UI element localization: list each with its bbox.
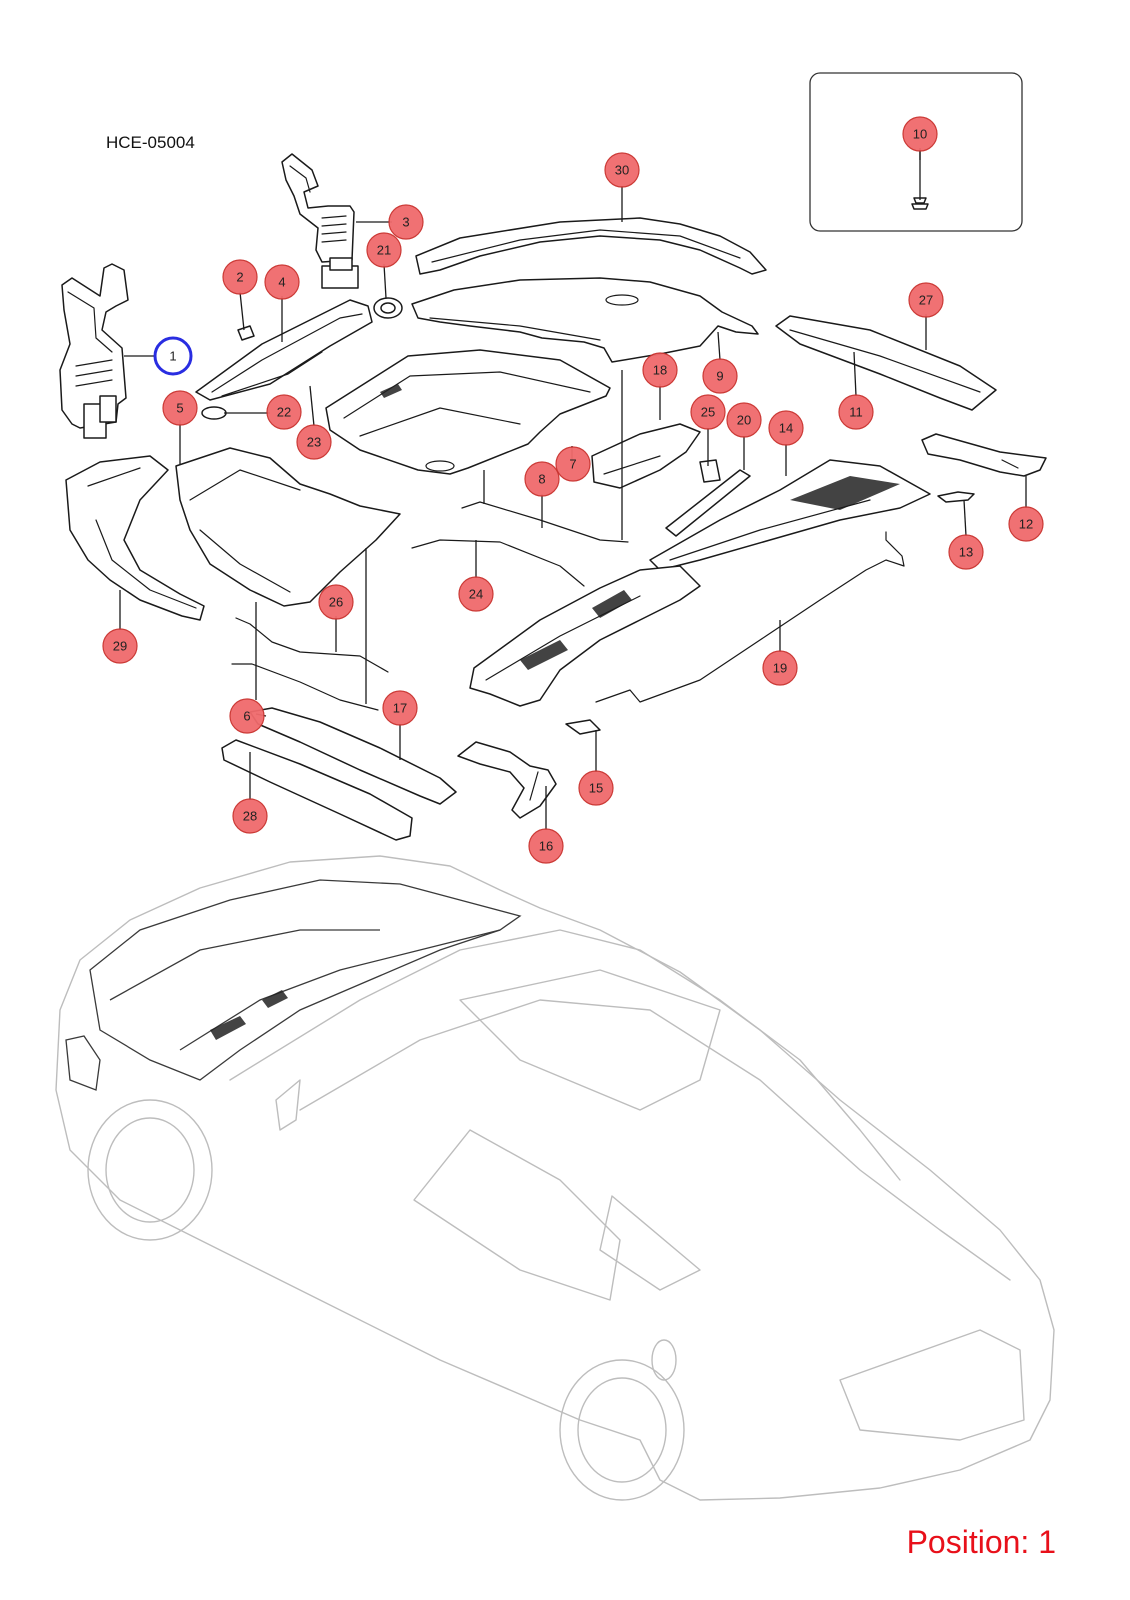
callout-label: 7: [569, 457, 576, 472]
clip-fastener-icon: [911, 148, 929, 210]
callout-label: 14: [779, 421, 793, 436]
part-9-insulator: [411, 277, 759, 363]
callout-label: 26: [329, 595, 343, 610]
part-17-strip: [249, 707, 457, 805]
part-8-rod: [461, 501, 629, 543]
callout-label: 22: [277, 405, 291, 420]
car-outline: [55, 855, 1055, 1501]
callout-label: 1: [169, 349, 176, 364]
part-13-bracket: [937, 491, 975, 503]
callout-label: 20: [737, 413, 751, 428]
callout-label: 2: [236, 270, 243, 285]
part-4-panel: [195, 299, 373, 401]
diagram-code: HCE-05004: [106, 133, 195, 152]
callout-7[interactable]: 7: [555, 446, 591, 482]
callout-11[interactable]: 11: [838, 394, 874, 430]
part-27-strip: [775, 315, 997, 411]
callout-label: 3: [402, 215, 409, 230]
part-14-cowl: [649, 459, 931, 571]
callout-28[interactable]: 28: [232, 798, 268, 834]
callout-6[interactable]: 6: [229, 698, 265, 734]
callout-20[interactable]: 20: [726, 402, 762, 438]
callout-label: 25: [701, 405, 715, 420]
callout-label: 16: [539, 839, 553, 854]
callout-leaders: [119, 148, 1027, 830]
callout-27[interactable]: 27: [908, 282, 944, 318]
callout-label: 5: [176, 401, 183, 416]
part-20-strip: [665, 469, 751, 537]
detail-inset-box: [809, 72, 1023, 232]
callout-19[interactable]: 19: [762, 650, 798, 686]
callout-25[interactable]: 25: [690, 394, 726, 430]
callout-17[interactable]: 17: [382, 690, 418, 726]
callout-label: 10: [913, 127, 927, 142]
part-26-rod: [235, 617, 389, 673]
part-2-clip: [237, 325, 255, 341]
part-12-bracket: [921, 433, 1047, 477]
callout-label: 24: [469, 587, 483, 602]
callout-30[interactable]: 30: [604, 152, 640, 188]
callout-29[interactable]: 29: [102, 628, 138, 664]
callout-label: 6: [243, 709, 250, 724]
part-3-bracket: [281, 153, 359, 289]
callout-label: 18: [653, 363, 667, 378]
callout-16[interactable]: 16: [528, 828, 564, 864]
part-7-cowl-top: [469, 565, 701, 707]
callout-label: 30: [615, 163, 629, 178]
part-29-liner: [65, 455, 205, 621]
callout-10[interactable]: 10: [902, 116, 938, 152]
position-label: Position: 1: [906, 1524, 1056, 1560]
part-5-liner: [175, 447, 401, 607]
callout-label: 27: [919, 293, 933, 308]
callout-label: 11: [849, 405, 863, 420]
callout-label: 21: [377, 243, 391, 258]
callout-label: 23: [307, 435, 321, 450]
callout-label: 17: [393, 701, 407, 716]
callout-22[interactable]: 22: [266, 394, 302, 430]
callout-23[interactable]: 23: [296, 424, 332, 460]
callout-14[interactable]: 14: [768, 410, 804, 446]
part-25-bracket: [699, 459, 721, 483]
part-28-strip: [221, 739, 413, 841]
callout-label: 4: [278, 275, 285, 290]
callout-label: 29: [113, 639, 127, 654]
callout-2[interactable]: 2: [222, 259, 258, 295]
callout-label: 13: [959, 545, 973, 560]
callout-21[interactable]: 21: [366, 232, 402, 268]
callout-24[interactable]: 24: [458, 576, 494, 612]
callout-9[interactable]: 9: [702, 358, 738, 394]
callout-label: 19: [773, 661, 787, 676]
part-19-rod: [595, 531, 905, 703]
part-18-panel: [591, 423, 701, 489]
callout-label: 8: [538, 472, 545, 487]
callout-label: 9: [716, 369, 723, 384]
callout-12[interactable]: 12: [1008, 506, 1044, 542]
callout-4[interactable]: 4: [264, 264, 300, 300]
callout-13[interactable]: 13: [948, 534, 984, 570]
callout-label: 12: [1019, 517, 1033, 532]
part-23-hood-liner: [325, 349, 611, 475]
callout-label: 15: [589, 781, 603, 796]
callout-label: 28: [243, 809, 257, 824]
part-21-grommet: [373, 297, 403, 319]
assembly-lines: [255, 370, 623, 704]
callout-5[interactable]: 5: [162, 390, 198, 426]
callout-18[interactable]: 18: [642, 352, 678, 388]
part-1-bracket: [59, 263, 129, 439]
part-15-clip: [565, 719, 601, 735]
part-22-washer: [201, 406, 227, 420]
callout-8[interactable]: 8: [524, 461, 560, 497]
part-16-bracket: [457, 741, 557, 819]
part-24-rod: [411, 539, 585, 587]
part-30-panel: [415, 217, 767, 275]
part-6-rod: [231, 663, 379, 711]
callout-26[interactable]: 26: [318, 584, 354, 620]
callout-3[interactable]: 3: [388, 204, 424, 240]
callout-15[interactable]: 15: [578, 770, 614, 806]
callout-1[interactable]: 1: [153, 336, 193, 376]
